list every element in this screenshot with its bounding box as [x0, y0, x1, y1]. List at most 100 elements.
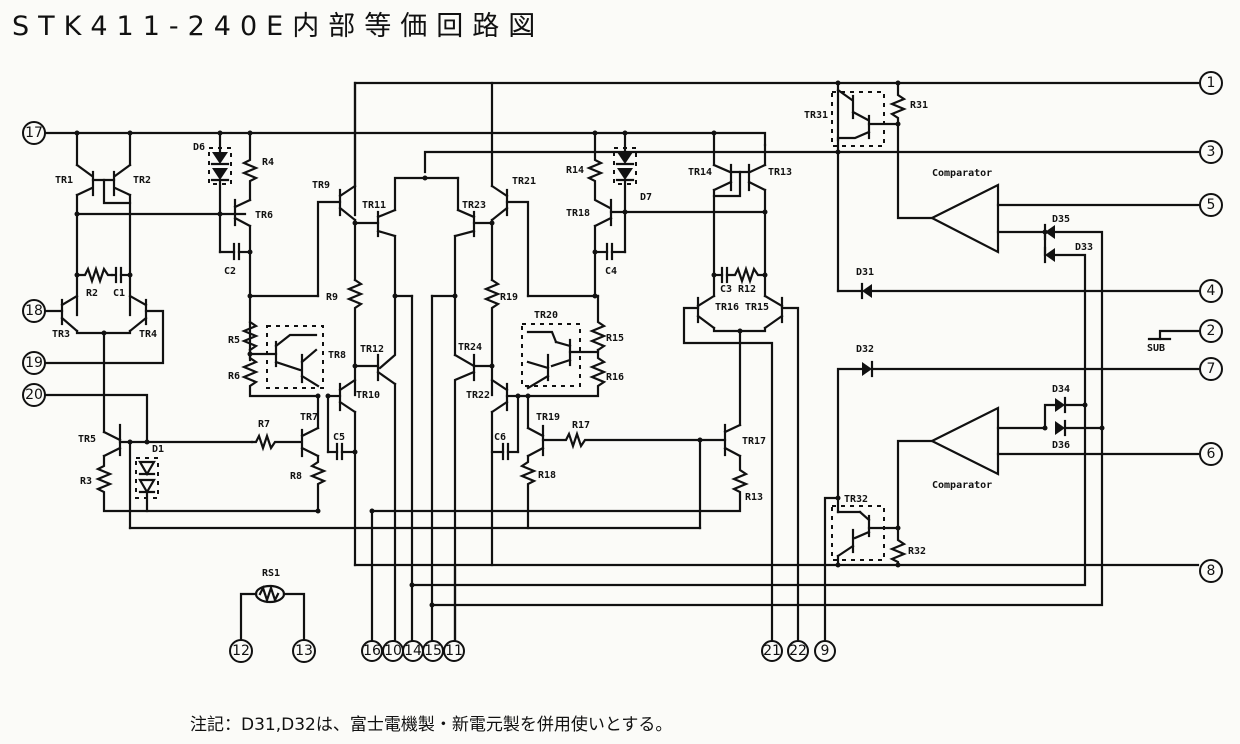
- label-r7: R7: [258, 419, 270, 430]
- svg-text:10: 10: [384, 643, 402, 659]
- label-tr11: TR11: [362, 200, 386, 211]
- label-r8: R8: [290, 471, 302, 482]
- right-input-stage: [370, 131, 800, 642]
- svg-text:16: 16: [363, 643, 381, 659]
- pin-6: 6: [1199, 442, 1223, 466]
- svg-text:20: 20: [25, 387, 43, 403]
- label-d34: D34: [1052, 384, 1070, 395]
- pin-8: 8: [1199, 559, 1223, 583]
- pin-15: 15: [422, 640, 444, 662]
- svg-text:9: 9: [821, 643, 830, 659]
- label-c6: C6: [494, 432, 506, 443]
- svg-text:12: 12: [232, 643, 250, 659]
- svg-text:18: 18: [25, 303, 43, 319]
- pin-14: 14: [402, 640, 424, 662]
- label-tr17: TR17: [742, 436, 766, 447]
- tr8-bias: [241, 320, 324, 398]
- protection-upper: [410, 81, 1200, 607]
- pin-3: 3: [1199, 140, 1223, 164]
- page-title: STK411-240E内部等価回路図: [12, 11, 545, 42]
- label-tr16: TR16: [715, 302, 739, 313]
- rs1-thermistor: [239, 584, 306, 642]
- label-r32: R32: [908, 546, 926, 557]
- label-tr9: TR9: [312, 180, 330, 191]
- label-tr20: TR20: [534, 310, 558, 321]
- label-d32: D32: [856, 344, 874, 355]
- pin-17: 17: [22, 121, 46, 145]
- label-d31: D31: [856, 267, 874, 278]
- pin-22: 22: [787, 640, 809, 662]
- comparator-upper-label: Comparator: [932, 168, 992, 179]
- label-r31: R31: [910, 100, 928, 111]
- label-d1: D1: [152, 444, 164, 455]
- label-tr24: TR24: [458, 342, 482, 353]
- svg-text:15: 15: [424, 643, 442, 659]
- label-tr14: TR14: [688, 167, 712, 178]
- label-r15: R15: [606, 333, 624, 344]
- svg-text:7: 7: [1207, 361, 1216, 377]
- label-r16: R16: [606, 372, 624, 383]
- pin-5: 5: [1199, 193, 1223, 217]
- label-tr5: TR5: [78, 434, 96, 445]
- label-r14: R14: [566, 165, 584, 176]
- tr19-stage: [519, 394, 702, 530]
- label-tr12: TR12: [360, 344, 384, 355]
- label-tr32: TR32: [844, 494, 868, 505]
- footnote: 注記：D31,D32は、富士電機製・新電元製を併用使いとする。: [190, 715, 673, 735]
- label-r12: R12: [738, 284, 756, 295]
- label-tr8: TR8: [328, 350, 346, 361]
- svg-text:3: 3: [1207, 144, 1216, 160]
- label-r4: R4: [262, 157, 274, 168]
- tr3-tr4-pair: [43, 294, 165, 434]
- pin-16: 16: [361, 640, 383, 662]
- label-tr6: TR6: [255, 210, 273, 221]
- label-c2: C2: [224, 266, 236, 277]
- label-d35: D35: [1052, 214, 1070, 225]
- label-r3: R3: [80, 476, 92, 487]
- label-tr1: TR1: [55, 175, 73, 186]
- label-tr3: TR3: [52, 329, 70, 340]
- label-c4: C4: [605, 266, 617, 277]
- label-r9: R9: [326, 292, 338, 303]
- pin-10: 10: [382, 640, 404, 662]
- label-tr18: TR18: [566, 208, 590, 219]
- label-tr13: TR13: [768, 167, 792, 178]
- rail-pin1: [353, 81, 1200, 217]
- pin-12: 12: [229, 639, 253, 663]
- label-c3: C3: [720, 284, 732, 295]
- label-c1: C1: [113, 288, 125, 299]
- svg-text:2: 2: [1207, 323, 1216, 339]
- label-tr23: TR23: [462, 200, 486, 211]
- svg-text:21: 21: [763, 643, 781, 659]
- tr18-stage: [586, 131, 767, 298]
- label-r17: R17: [572, 420, 590, 431]
- svg-text:1: 1: [1207, 75, 1216, 91]
- svg-text:5: 5: [1207, 197, 1216, 213]
- svg-text:6: 6: [1207, 446, 1216, 462]
- tr20-bias: [516, 294, 607, 398]
- pin-13: 13: [292, 639, 316, 663]
- svg-text:4: 4: [1207, 283, 1216, 299]
- svg-text:11: 11: [445, 643, 463, 659]
- pin-18: 18: [22, 299, 46, 323]
- pin-1: 1: [1199, 71, 1223, 95]
- svg-text:19: 19: [25, 355, 43, 371]
- pin-7: 7: [1199, 357, 1223, 381]
- label-tr2: TR2: [133, 175, 151, 186]
- pin-20: 20: [22, 383, 46, 407]
- tr7-stage: [250, 394, 327, 513]
- protection-lower: [823, 360, 1200, 642]
- label-r2: R2: [86, 288, 98, 299]
- pin-2: 2: [1199, 319, 1223, 343]
- rail-pin17: [43, 131, 767, 147]
- svg-text:22: 22: [789, 643, 807, 659]
- center-bus: [353, 176, 1200, 642]
- svg-text:14: 14: [404, 643, 422, 659]
- rail-pin3: [423, 150, 1200, 174]
- label-tr4: TR4: [139, 329, 157, 340]
- label-d36: D36: [1052, 440, 1070, 451]
- label-tr7: TR7: [300, 412, 318, 423]
- pin-9: 9: [814, 640, 836, 662]
- label-r18: R18: [538, 470, 556, 481]
- label-d33: D33: [1075, 242, 1093, 253]
